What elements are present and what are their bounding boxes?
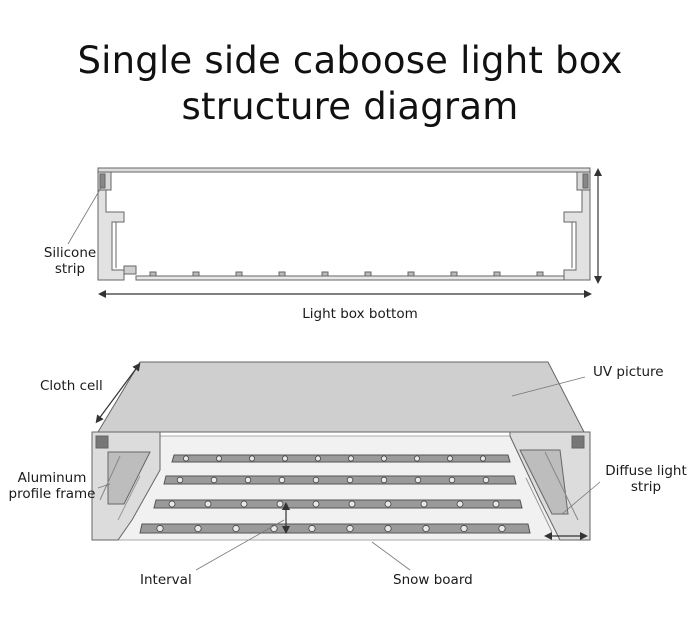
right-profile [563,171,591,281]
diffuse-strip-label-line-1: Diffuse light [605,463,687,479]
diffuse-strip-label: Diffuse light strip [600,463,692,495]
silicone-strip-label-line-2: strip [54,261,86,277]
light-box-bottom-label: Light box bottom [302,306,418,322]
interval-label: Interval [140,572,192,588]
diagram-title: Single side caboose light box structure … [0,38,700,130]
aluminum-frame-label-line-2: profile frame [8,486,96,502]
led-beads [156,455,506,533]
cloth-cell-arrow [95,362,141,424]
left-profile [97,171,137,281]
cross-section-drawing [97,167,591,281]
uv-fabric-panel [97,361,585,433]
uv-picture-label: UV picture [593,364,664,380]
silicone-leader [67,185,103,245]
title-line-1: Single side caboose light box [77,39,623,82]
led-row [149,271,544,277]
silicone-strip-label-line-1: Silicone [43,245,97,261]
leader-lines [97,376,601,571]
aluminum-frame-label-line-1: Aluminum [17,470,87,486]
title-line-2: structure diagram [181,85,519,128]
diffuse-strip-label-line-2: strip [630,479,662,495]
silicone-strip-label: Silicone strip [40,245,100,277]
cloth-cell-label: Cloth cell [40,378,103,394]
aluminum-frame-label: Aluminum profile frame [6,470,98,502]
perspective-drawing [91,361,591,541]
snow-board-label: Snow board [393,572,473,588]
